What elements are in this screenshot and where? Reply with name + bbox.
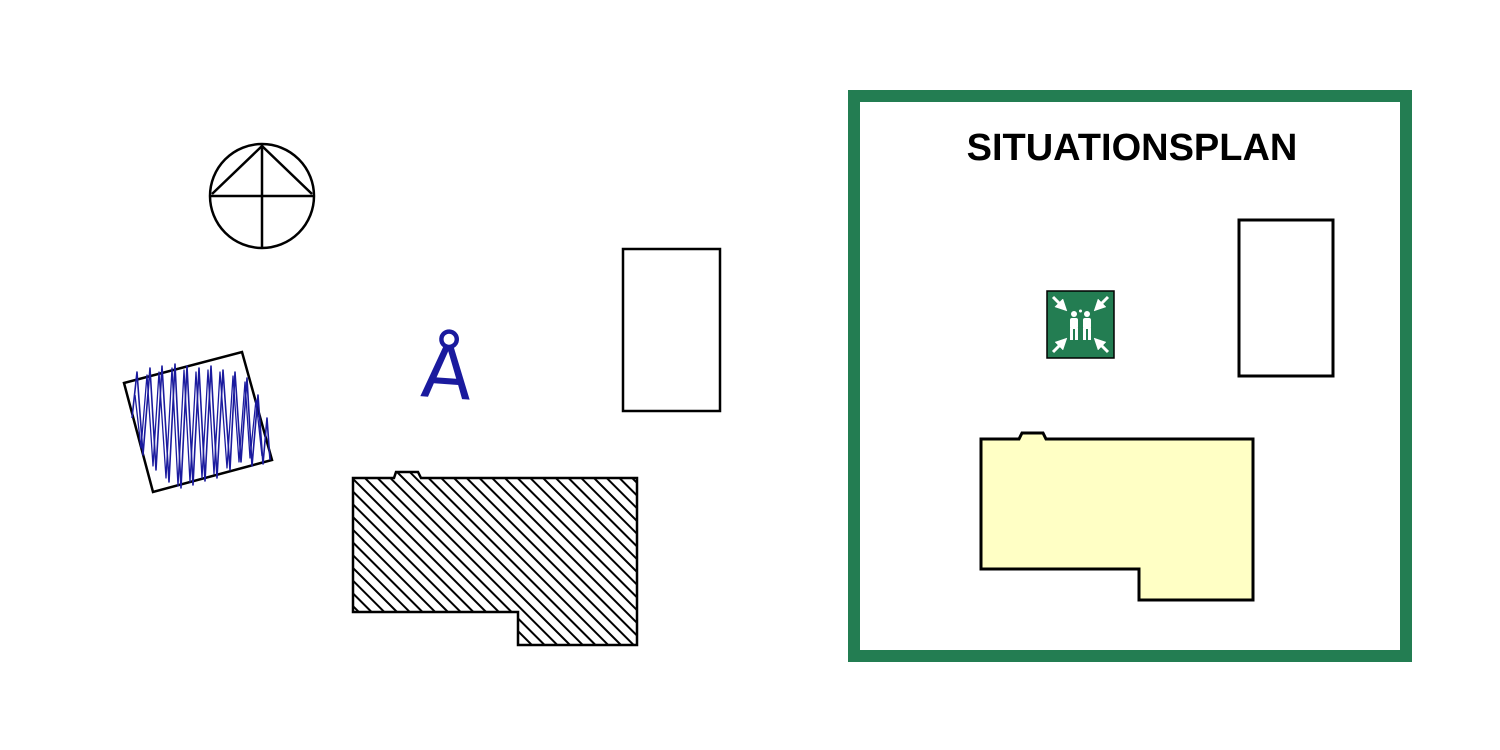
assembly-point-icon (1046, 290, 1115, 359)
sketch-main-building (351, 470, 639, 647)
situation-plan: SITUATIONSPLAN (848, 90, 1412, 662)
blue-scribble (131, 363, 271, 489)
plan-title: SITUATIONSPLAN (967, 127, 1298, 169)
handwritten-letter: Å (419, 326, 476, 417)
compass-cross-icon (208, 142, 316, 250)
blue-scribble-second-pass (134, 367, 263, 487)
sketch-small-building (621, 247, 722, 413)
plan-main-building (979, 431, 1255, 602)
scribbled-square (122, 350, 274, 494)
plan-small-building (1237, 218, 1335, 378)
sketch-area: Å (122, 142, 722, 647)
